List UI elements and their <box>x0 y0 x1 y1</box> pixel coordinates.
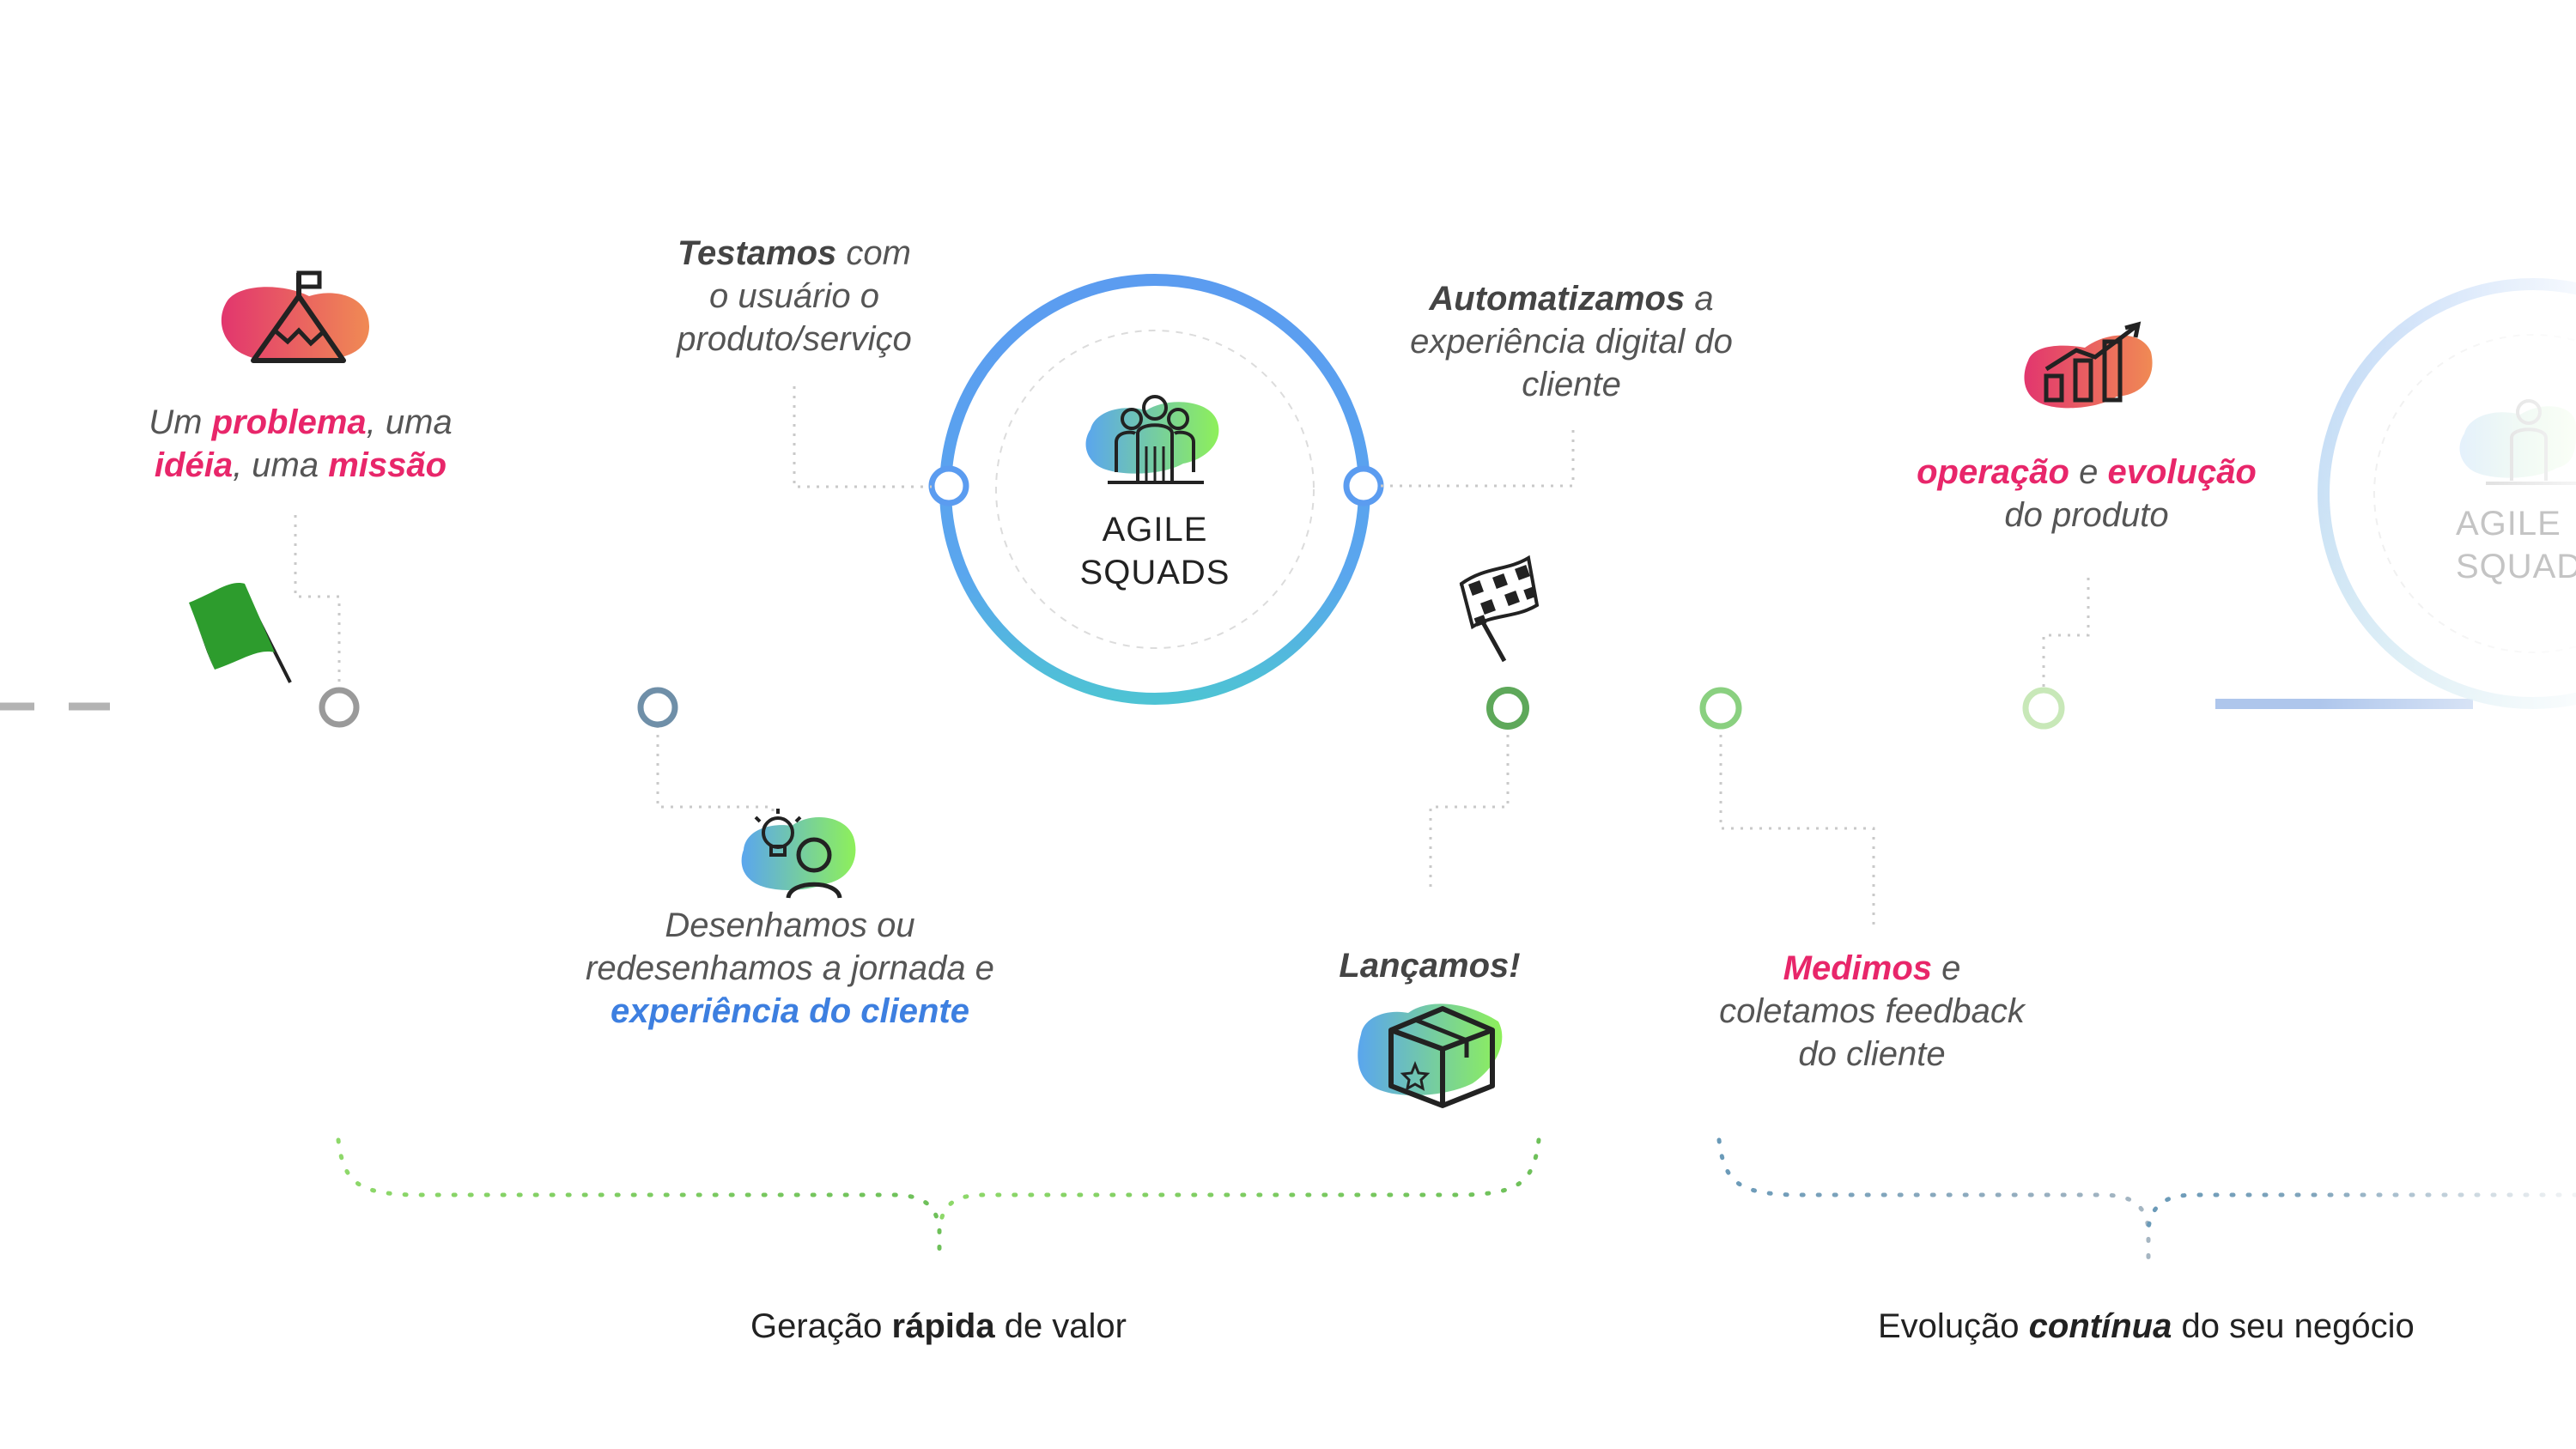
automate-line2: experiência digital do <box>1410 323 1733 361</box>
problem-mid: , uma <box>366 403 453 441</box>
design-highlight: experiência do cliente <box>611 992 969 1030</box>
bracket-left <box>336 1137 1541 1264</box>
squad-line2: SQUADS <box>1079 554 1230 591</box>
squad-line1: AGILE <box>1102 511 1208 549</box>
step-operation-text: operação e evolução do produto <box>1915 451 2258 537</box>
automate-highlight: Automatizamos <box>1429 280 1686 318</box>
ring-node-right <box>1343 465 1384 506</box>
team-icon <box>1085 395 1219 484</box>
footer-right-caption: Evolução contínua do seu negócio <box>1878 1307 2415 1346</box>
bracket-right <box>1716 1137 2576 1264</box>
idea-highlight: idéia <box>154 446 234 484</box>
operation-line2: do produto <box>2004 496 2169 534</box>
idea-person-icon <box>741 809 856 899</box>
agile-squads-ring <box>928 274 1384 705</box>
operation-highlight: operação <box>1917 453 2069 491</box>
right-fade <box>2318 0 2576 1449</box>
test-highlight: Testamos <box>677 234 837 272</box>
start-flag-icon <box>189 583 292 683</box>
idea-mid: , uma <box>233 446 329 484</box>
squad-faded-line1: AGILE <box>2456 505 2561 543</box>
footer-left-caption: Geração rápida de valor <box>750 1307 1127 1346</box>
evolution-highlight: evolução <box>2107 453 2257 491</box>
measure-line2: coletamos feedback <box>1719 992 2025 1030</box>
mission-highlight: missão <box>328 446 447 484</box>
test-line2: o usuário o <box>709 277 879 315</box>
problem-pre: Um <box>149 403 212 441</box>
measure-line3: do cliente <box>1798 1035 1946 1073</box>
step-measure-text: Medimos e coletamos feedback do cliente <box>1674 947 2069 1076</box>
automate-line3: cliente <box>1522 366 1621 403</box>
test-line3: produto/serviço <box>677 320 912 358</box>
ring-node-left <box>928 465 969 506</box>
footer-right-highlight: contínua <box>2028 1307 2172 1345</box>
problem-highlight: problema <box>211 403 367 441</box>
step-test-text: Testamos com o usuário o produto/serviço <box>623 232 966 361</box>
mountain-flag-icon <box>221 270 369 363</box>
package-icon <box>1358 1003 1503 1108</box>
agile-squads-label: AGILE SQUADS <box>1026 508 1284 594</box>
node-problem <box>319 687 360 728</box>
footer-left-pre: Geração <box>750 1307 892 1345</box>
footer-left-post: de valor <box>994 1307 1127 1345</box>
node-measure <box>1699 687 1742 730</box>
footer-left-highlight: rápida <box>891 1307 995 1345</box>
squad-faded-line2: SQUADS <box>2456 548 2576 585</box>
step-launch-text: Lançamos! <box>1301 944 1558 987</box>
growth-chart-icon <box>2024 321 2153 409</box>
step-problem-text: Um problema, uma idéia, uma missão <box>129 401 472 487</box>
design-line1: Desenhamos ou <box>665 906 915 944</box>
node-operation <box>2022 687 2065 730</box>
test-rest: com <box>836 234 911 272</box>
node-design <box>637 687 678 728</box>
connector-lines <box>294 386 2090 927</box>
footer-right-pre: Evolução <box>1878 1307 2029 1345</box>
step-design-text: Desenhamos ou redesenhamos a jornada e e… <box>550 904 1030 1033</box>
launch-highlight: Lançamos! <box>1339 947 1521 985</box>
node-launch <box>1486 687 1529 730</box>
operation-mid: e <box>2069 453 2108 491</box>
agile-squads-label-faded: AGILE SQUADS <box>2456 502 2576 588</box>
design-line2: redesenhamos a jornada e <box>586 949 994 987</box>
footer-right-post: do seu negócio <box>2172 1307 2415 1345</box>
checkered-flag-icon <box>1459 555 1540 663</box>
measure-rest: e <box>1932 949 1961 987</box>
measure-highlight: Medimos <box>1783 949 1932 987</box>
automate-rest: a <box>1685 280 1714 318</box>
step-automate-text: Automatizamos a experiência digital do c… <box>1391 277 1752 406</box>
